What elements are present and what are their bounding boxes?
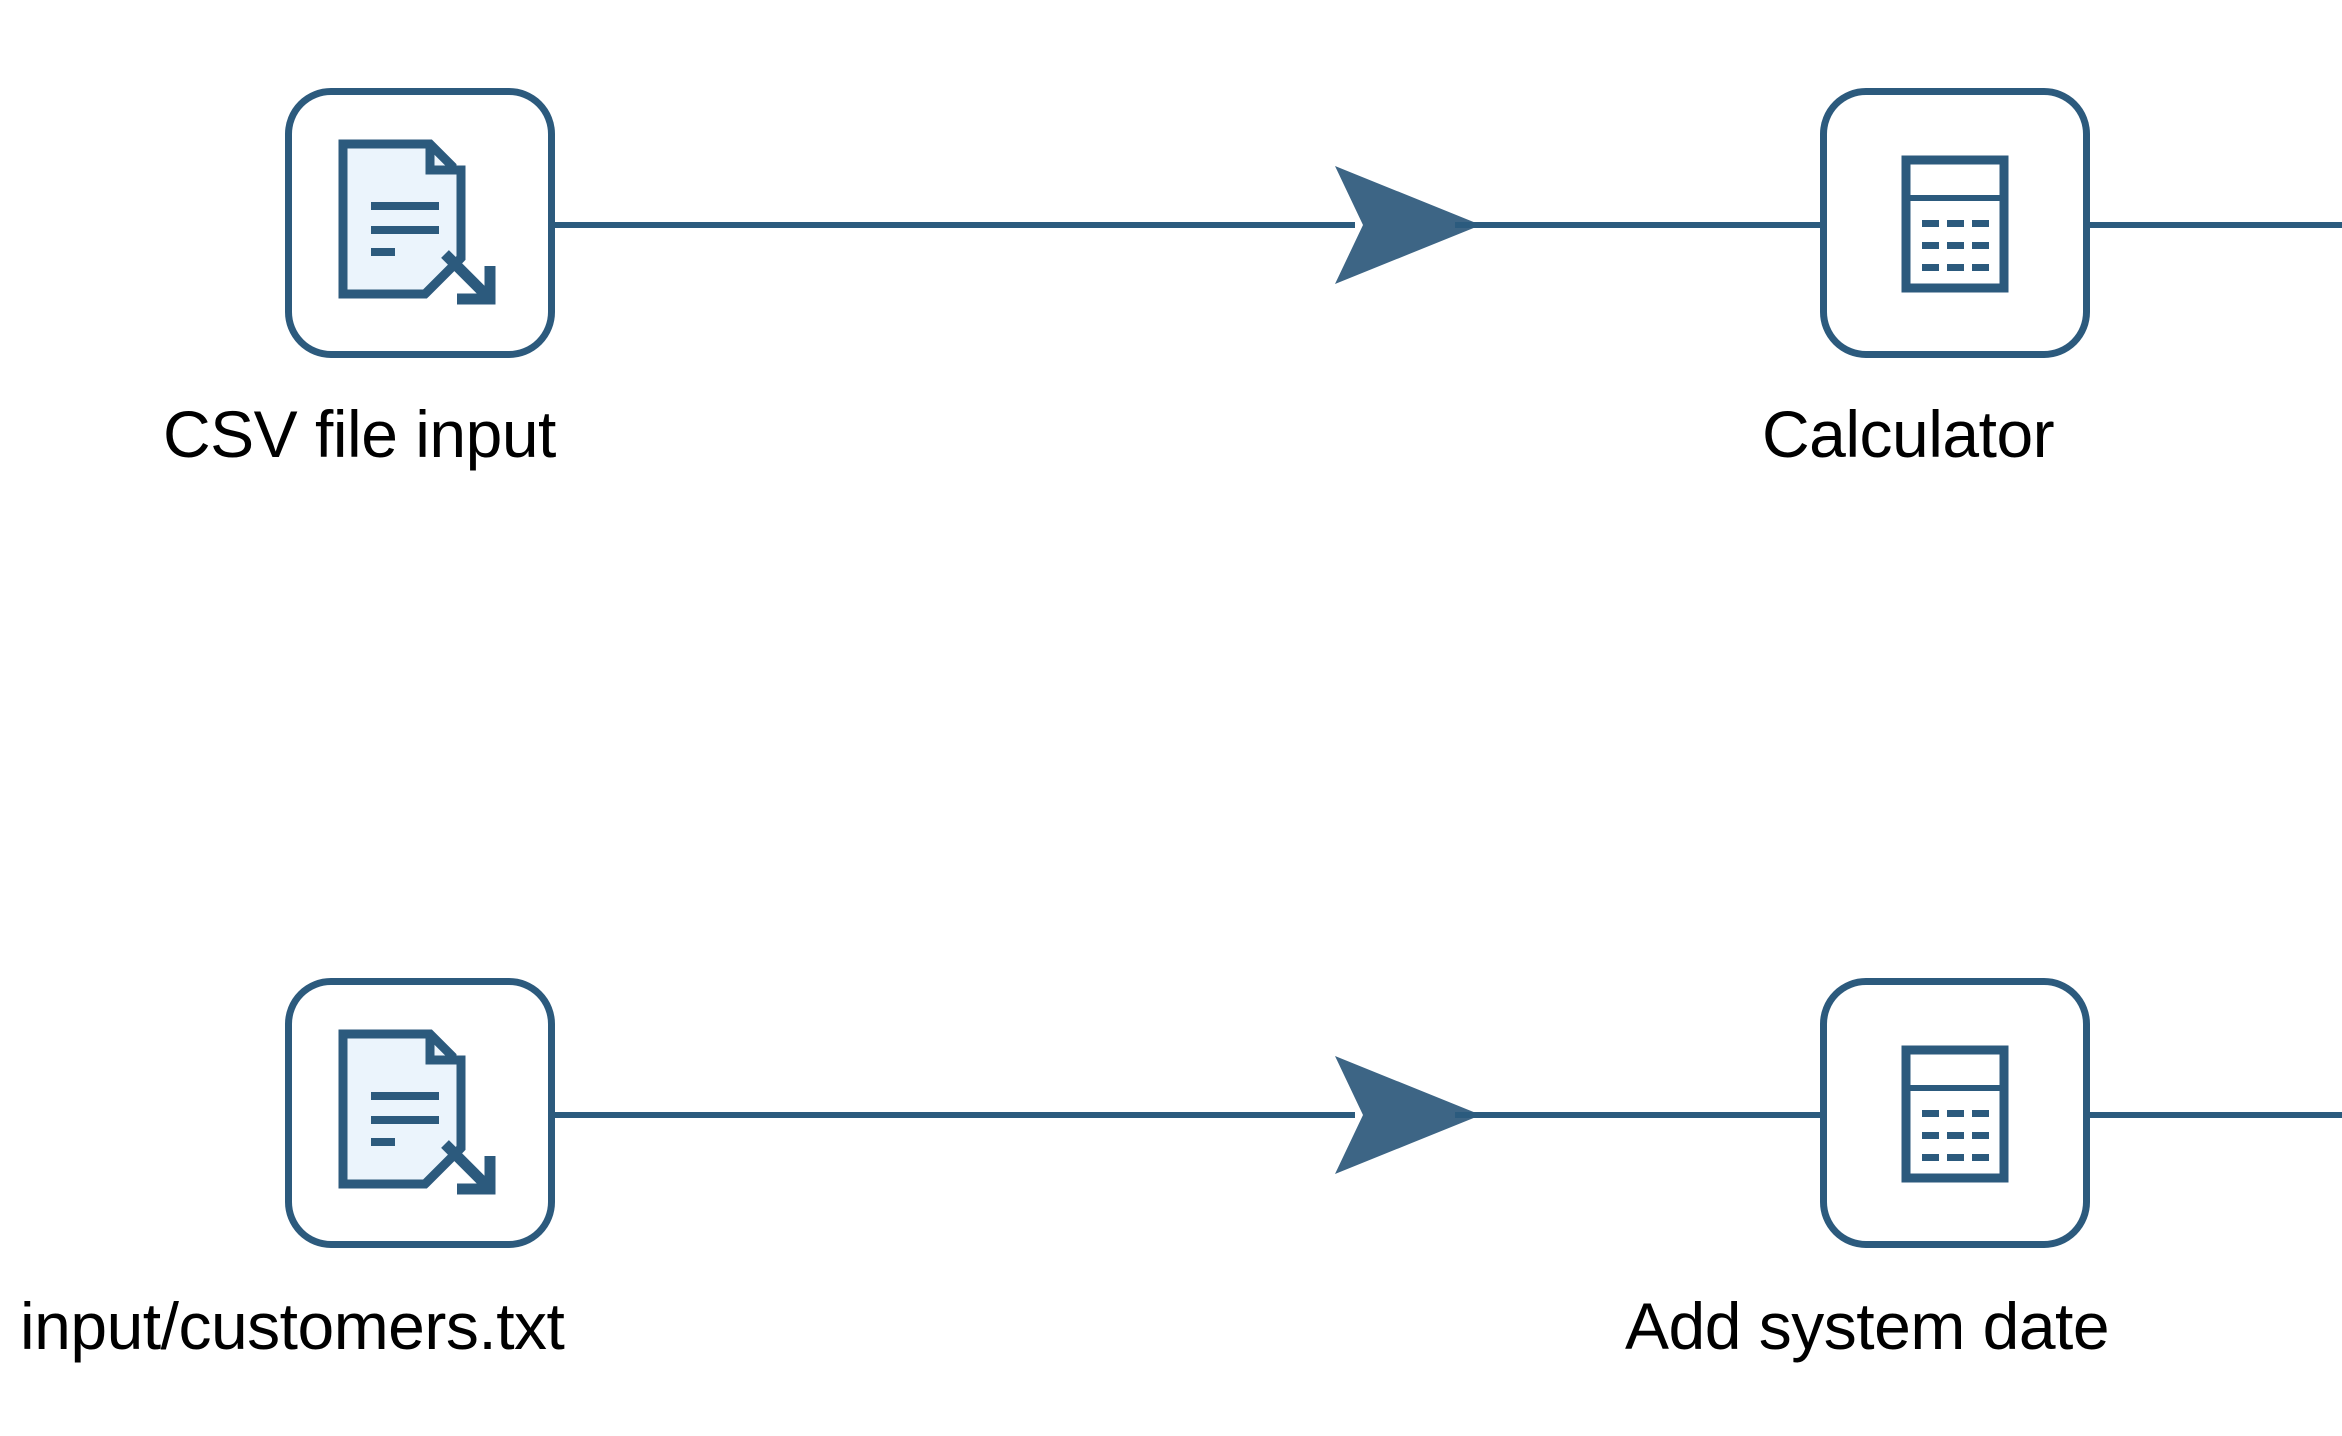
node-input-customers-txt[interactable]: [285, 978, 555, 1248]
node-label-calculator: Calculator: [1762, 397, 2055, 471]
node-box: [1820, 88, 2090, 358]
node-label-csv-file-input: CSV file input: [163, 397, 556, 471]
edge-line-bottom-right-outgoing: [2085, 1112, 2342, 1118]
document-with-arrow-icon: [333, 136, 507, 310]
node-add-system-date[interactable]: [1820, 978, 2090, 1248]
edge-line-bottom-middle: [1455, 1112, 1825, 1118]
edge-line-top-left: [555, 222, 1355, 228]
calculator-icon: [1868, 136, 2042, 310]
calculator-icon: [1868, 1026, 2042, 1200]
edge-arrow-top: [1333, 164, 1483, 286]
node-box: [1820, 978, 2090, 1248]
node-calculator[interactable]: [1820, 88, 2090, 358]
node-label-input-customers-txt: input/customers.txt: [20, 1289, 565, 1363]
edge-arrow-bottom: [1333, 1054, 1483, 1176]
edge-line-bottom-left: [555, 1112, 1355, 1118]
node-label-add-system-date: Add system date: [1625, 1289, 2110, 1363]
edge-line-top-middle: [1455, 222, 1825, 228]
edge-line-top-right-outgoing: [2085, 222, 2342, 228]
document-with-arrow-icon: [333, 1026, 507, 1200]
node-csv-file-input[interactable]: [285, 88, 555, 358]
